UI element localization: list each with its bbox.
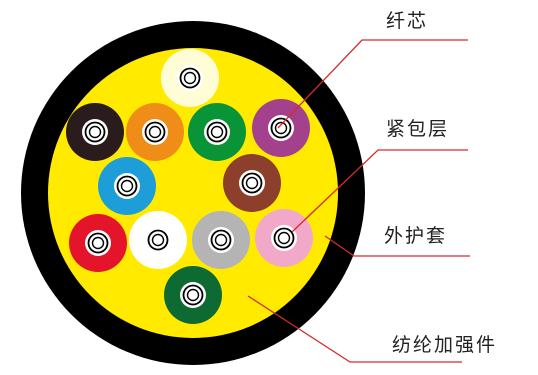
leader-tight-buffer bbox=[291, 149, 468, 233]
fiber-gray bbox=[192, 211, 250, 269]
fiber-ring-inner bbox=[120, 179, 134, 193]
fiber-violet bbox=[252, 99, 310, 157]
fiber-ring-outer bbox=[147, 229, 169, 251]
label-fiber-core: 纤芯 bbox=[386, 10, 428, 32]
fiber-blue bbox=[98, 157, 156, 215]
fiber-orange bbox=[126, 103, 184, 161]
fiber-black bbox=[66, 103, 124, 161]
fiber-brown bbox=[223, 154, 281, 212]
fiber-ring-outer bbox=[144, 121, 166, 143]
leader-aramid bbox=[247, 295, 462, 363]
fiber-ring-inner bbox=[274, 121, 288, 135]
fiber-ring-inner bbox=[151, 233, 165, 247]
fiber-ring-inner bbox=[88, 125, 102, 139]
fiber-red bbox=[69, 214, 127, 272]
fiber-ring-inner bbox=[186, 288, 200, 302]
label-aramid-strength: 纺纶加强件 bbox=[392, 334, 497, 356]
fiber-ring-inner bbox=[277, 231, 291, 245]
fiber-ring-outer bbox=[116, 175, 138, 197]
fiber-ring-outer bbox=[179, 67, 201, 89]
fiber-ring-outer bbox=[206, 121, 228, 143]
fiber-ring-inner bbox=[214, 233, 228, 247]
fiber-dark-green bbox=[164, 266, 222, 324]
fiber-pink bbox=[255, 209, 313, 267]
fiber-ring-inner bbox=[91, 236, 105, 250]
fiber-ring-outer bbox=[241, 172, 263, 194]
fiber-natural bbox=[161, 49, 219, 107]
label-tight-buffer: 紧包层 bbox=[386, 118, 449, 140]
fiber-ring-outer bbox=[84, 121, 106, 143]
fiber-ring-outer bbox=[273, 227, 295, 249]
leader-outer-jacket bbox=[324, 235, 470, 257]
fiber-bundle bbox=[66, 49, 313, 324]
fiber-ring-inner bbox=[183, 71, 197, 85]
fiber-ring-outer bbox=[210, 229, 232, 251]
fiber-ring-inner bbox=[245, 176, 259, 190]
fiber-ring-inner bbox=[210, 125, 224, 139]
fiber-green bbox=[188, 103, 246, 161]
fiber-ring-inner bbox=[148, 125, 162, 139]
fiber-ring-outer bbox=[182, 284, 204, 306]
fiber-ring-outer bbox=[270, 117, 292, 139]
leader-lines bbox=[247, 39, 470, 363]
fiber-ring-outer bbox=[87, 232, 109, 254]
fiber-white bbox=[129, 211, 187, 269]
leader-fiber-core bbox=[277, 39, 468, 129]
label-outer-jacket: 外护套 bbox=[384, 225, 447, 247]
